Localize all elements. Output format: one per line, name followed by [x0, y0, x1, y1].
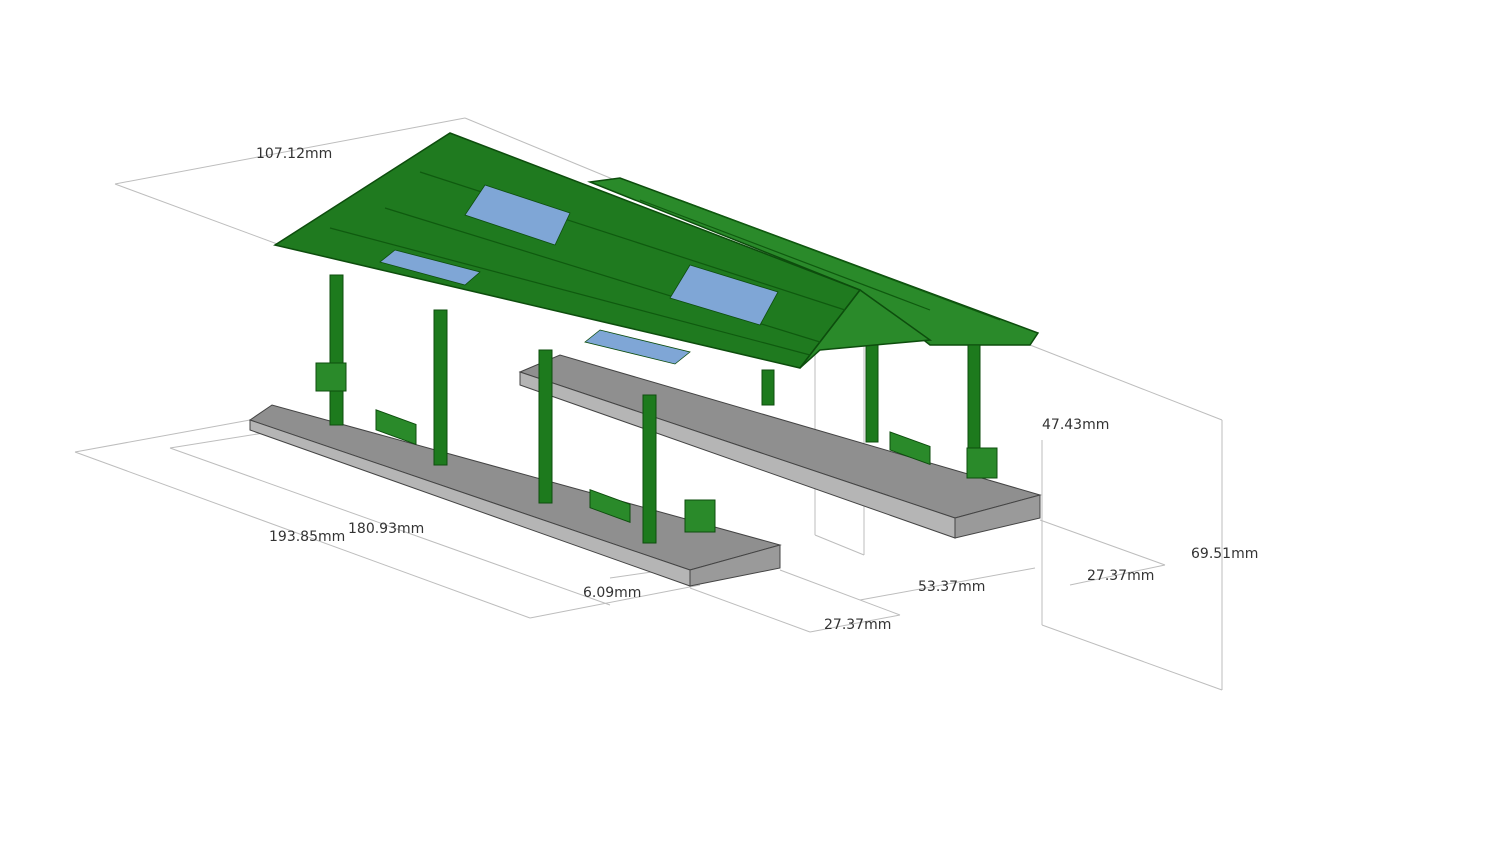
front-pillars: [329, 274, 657, 544]
dimension-labels: 107.12mm 47.43mm 69.51mm 193.85mm 180.93…: [256, 146, 1258, 633]
rear-roof-ribs: [639, 199, 1001, 321]
dim-total-height: 69.51mm: [1191, 546, 1258, 562]
dim-canopy-span: 53.37mm: [918, 579, 985, 595]
dim-roof-width: 107.12mm: [256, 146, 332, 162]
dim-platform-width-front: 27.37mm: [824, 617, 891, 633]
dim-total-length: 193.85mm: [269, 529, 345, 545]
signs: [315, 362, 998, 533]
benches: [375, 409, 931, 523]
skylights: [379, 184, 779, 365]
dim-canopy-height: 47.43mm: [1042, 417, 1109, 433]
dim-platform-length: 180.93mm: [348, 521, 424, 537]
dim-platform-width-right: 27.37mm: [1087, 568, 1154, 584]
dim-base-height: 6.09mm: [583, 585, 641, 601]
